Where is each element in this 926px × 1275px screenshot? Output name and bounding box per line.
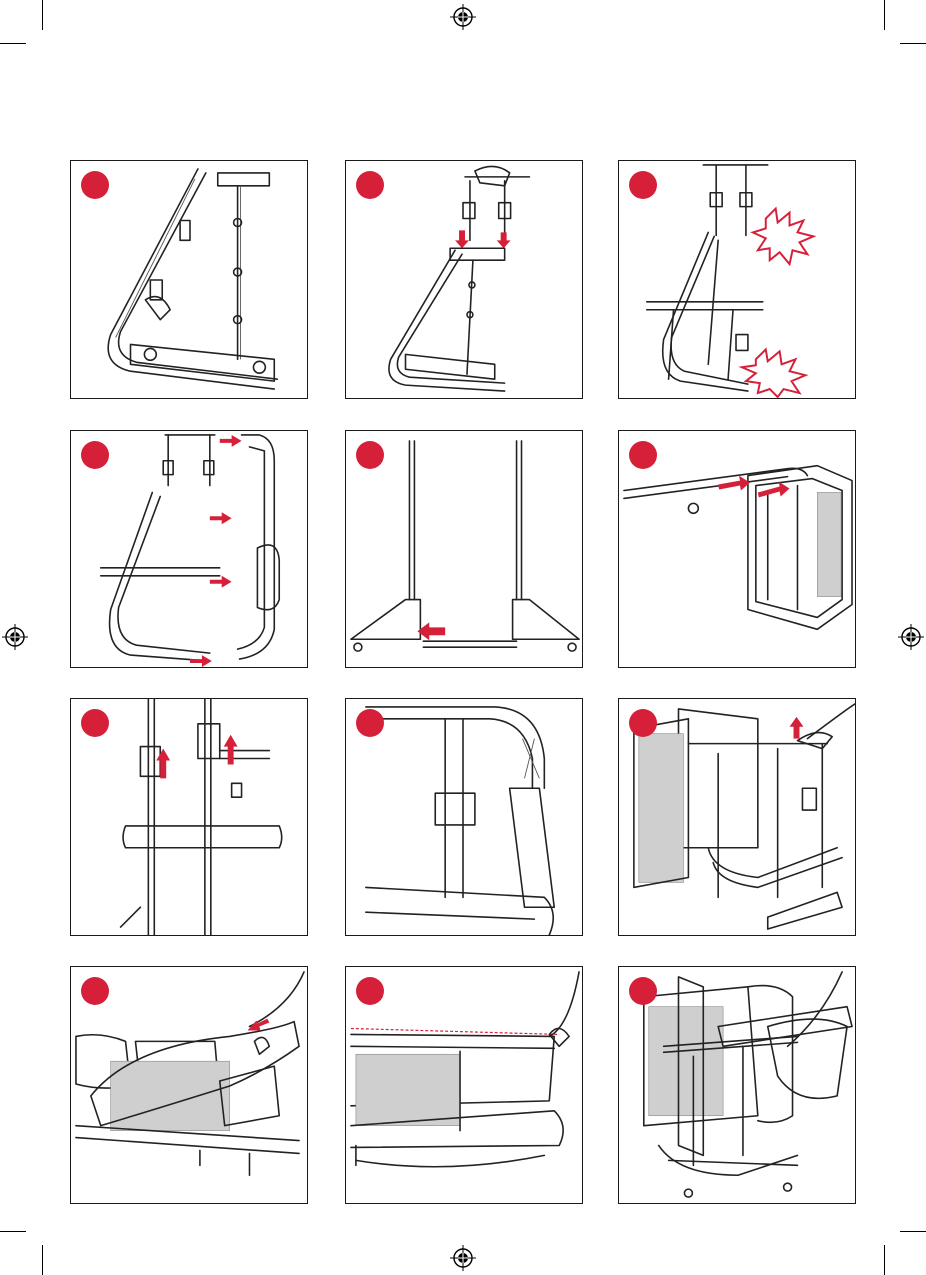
step-5-panel	[345, 430, 583, 668]
step-marker-icon	[81, 171, 109, 199]
lock-slide-up-illustration	[71, 699, 307, 935]
step-marker-icon	[629, 977, 657, 1005]
crop-mark-top-right-v	[884, 0, 885, 30]
step-marker-icon	[356, 441, 384, 469]
crop-mark-bottom-left-v	[42, 1245, 43, 1275]
step-7-panel	[70, 698, 308, 936]
click-into-place-illustration	[619, 161, 855, 398]
registration-mark-icon	[898, 624, 924, 650]
legs-and-base-illustration	[346, 431, 582, 667]
step-9-panel	[618, 698, 856, 936]
step-marker-icon	[81, 441, 109, 469]
crop-mark-top-right-h	[900, 43, 926, 44]
joint-closeup-illustration	[346, 699, 582, 935]
step-12-panel	[618, 966, 856, 1204]
step-marker-icon	[356, 977, 384, 1005]
step-marker-icon	[81, 977, 109, 1005]
registration-mark-icon	[450, 1245, 476, 1271]
crop-mark-top-left-h	[0, 43, 26, 44]
step-8-panel	[345, 698, 583, 936]
lift-latch-illustration	[619, 699, 855, 935]
crop-mark-bottom-right-v	[884, 1245, 885, 1275]
crop-mark-bottom-right-h	[900, 1231, 926, 1232]
step-6-panel	[618, 430, 856, 668]
step-marker-icon	[356, 709, 384, 737]
step-marker-icon	[356, 171, 384, 199]
insert-rods-illustration	[346, 161, 582, 398]
step-marker-icon	[629, 709, 657, 737]
registration-mark-icon	[450, 4, 476, 30]
base-frame-illustration	[71, 161, 307, 398]
rail-attach-illustration	[619, 431, 855, 667]
crop-mark-top-left-v	[42, 0, 43, 30]
step-3-panel	[618, 160, 856, 399]
step-marker-icon	[629, 441, 657, 469]
crop-mark-bottom-left-h	[0, 1231, 26, 1232]
step-2-panel	[345, 160, 583, 399]
step-1-panel	[70, 160, 308, 399]
fabric-fitted-illustration	[346, 967, 582, 1203]
registration-mark-icon	[2, 624, 28, 650]
attach-side-frame-illustration	[71, 431, 307, 667]
fabric-over-rail-illustration	[71, 967, 307, 1203]
step-11-panel	[345, 966, 583, 1204]
step-marker-icon	[81, 709, 109, 737]
step-4-panel	[70, 430, 308, 668]
step-marker-icon	[629, 171, 657, 199]
step-10-panel	[70, 966, 308, 1204]
bassinet-insert-illustration	[619, 967, 855, 1203]
